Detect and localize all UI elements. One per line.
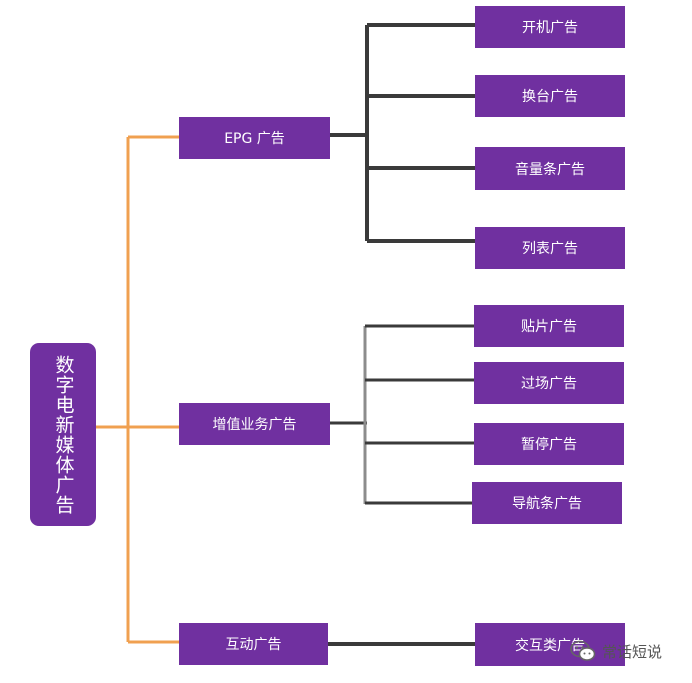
watermark-text: 常话短说 xyxy=(602,642,663,661)
leaf-node-interactive-ad: 交互类广告 xyxy=(475,623,625,666)
category-node-epg: EPG 广告 xyxy=(179,117,330,159)
leaf-node-preroll-ad: 贴片广告 xyxy=(474,305,624,347)
leaf-node-list-ad: 列表广告 xyxy=(475,227,625,269)
leaf-node-boot-ad: 开机广告 xyxy=(475,6,625,48)
vas-branch-connector xyxy=(330,324,474,505)
leaf-node-navigation-bar-ad: 导航条广告 xyxy=(472,482,622,524)
category-node-value-added: 增值业务广告 xyxy=(179,403,330,445)
leaf-node-volume-bar-ad: 音量条广告 xyxy=(475,147,625,190)
leaf-node-interstitial-ad: 过场广告 xyxy=(474,362,624,404)
watermark: 常话短说 xyxy=(570,640,662,662)
wechat-icon xyxy=(570,640,596,661)
root-node: 数字电新媒体广告 xyxy=(30,343,96,526)
leaf-node-pause-ad: 暂停广告 xyxy=(474,423,624,465)
category-node-interactive: 互动广告 xyxy=(179,623,328,665)
leaf-node-channel-switch-ad: 换台广告 xyxy=(475,75,625,117)
epg-branch-connector xyxy=(330,23,475,243)
root-connector xyxy=(88,135,180,644)
